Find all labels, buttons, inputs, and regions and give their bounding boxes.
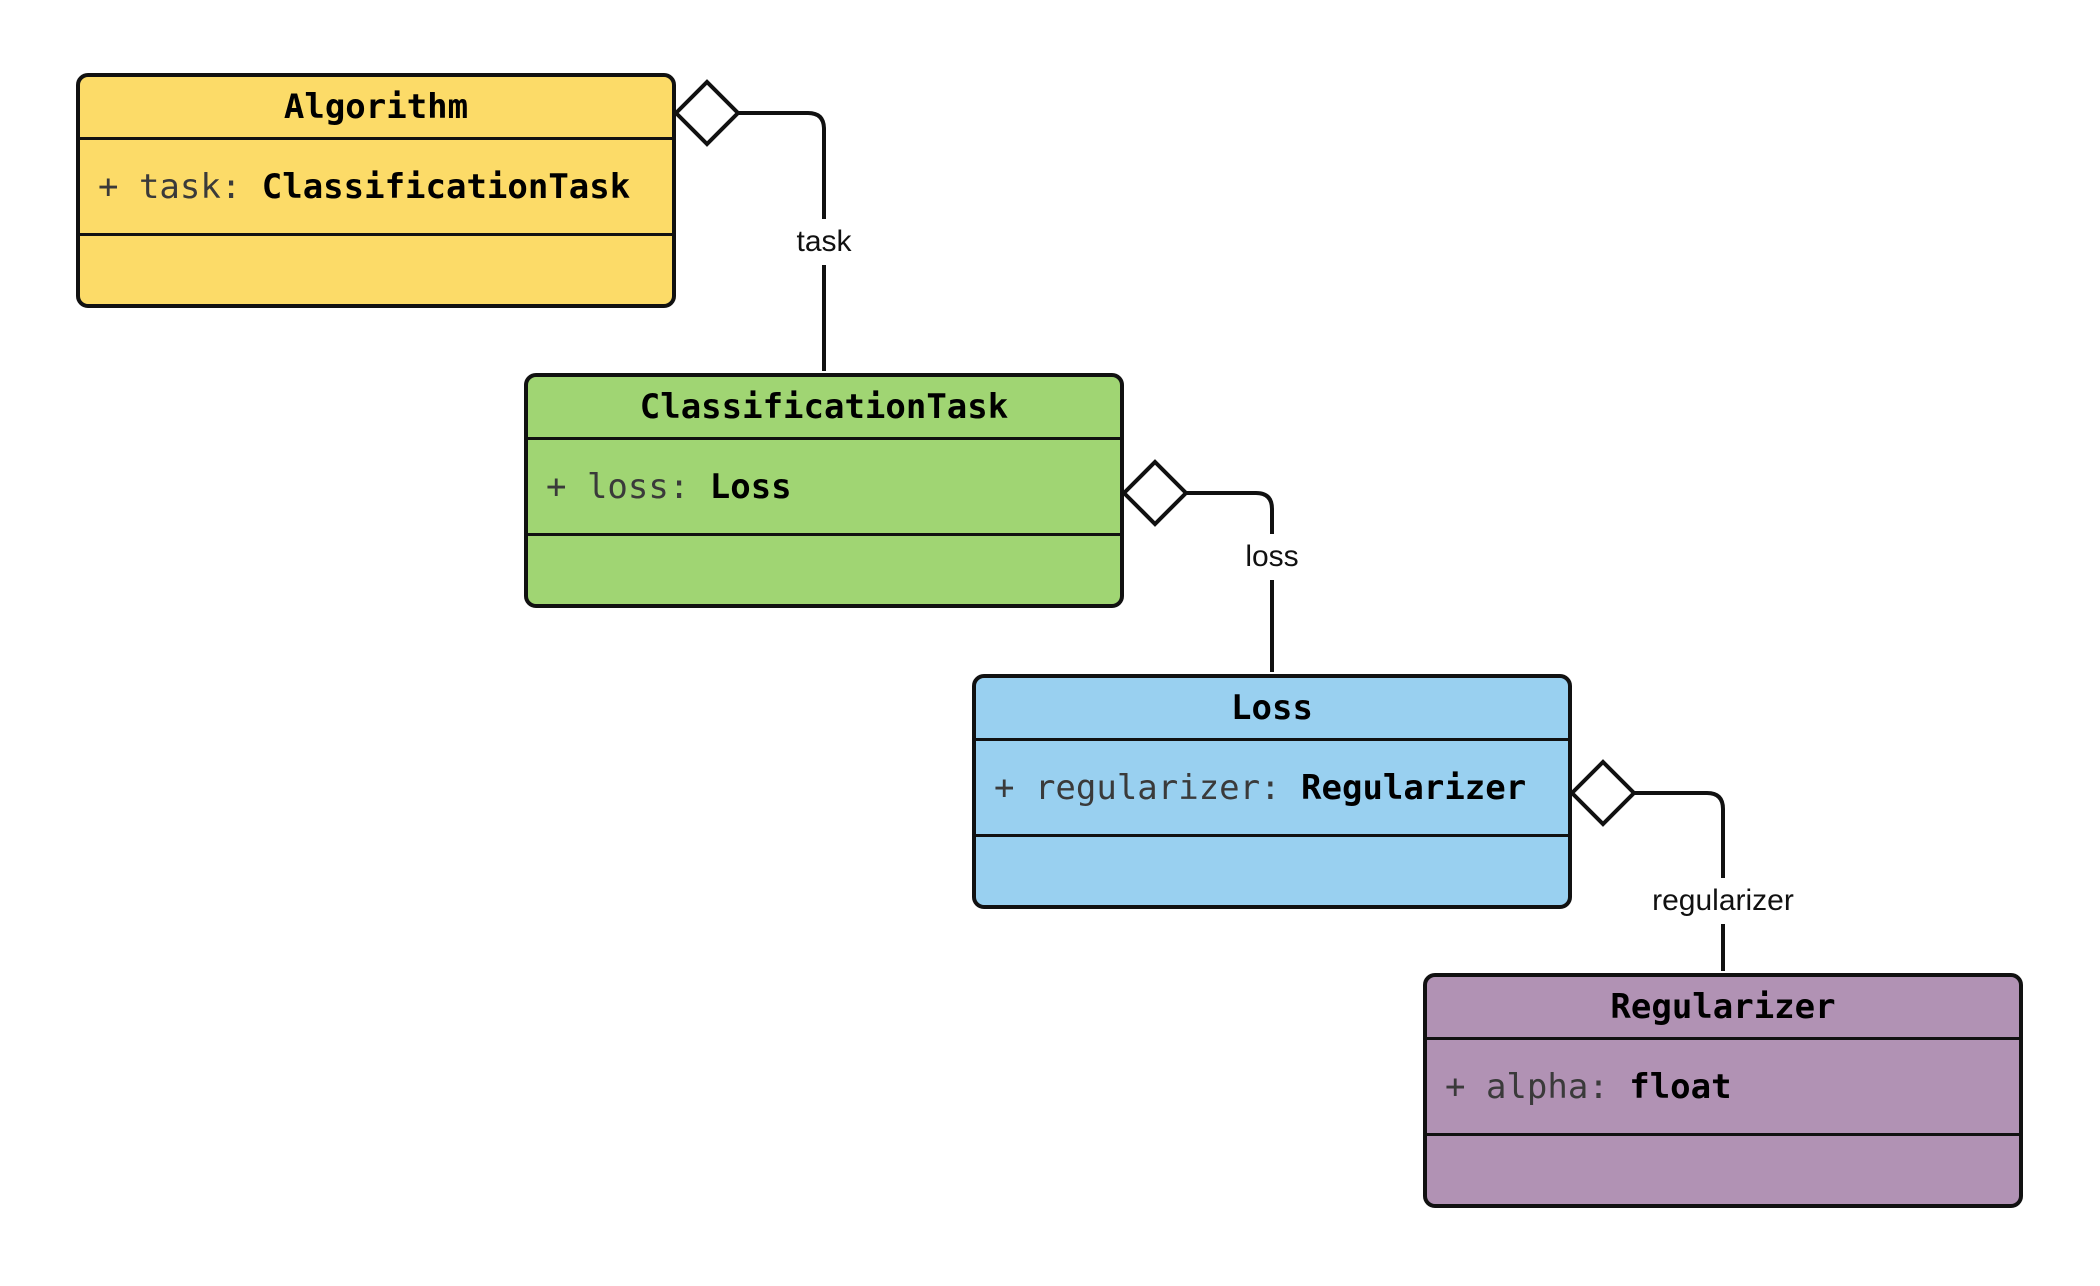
attribute-type: Loss xyxy=(709,466,792,507)
aggregation-diamond-task-icon xyxy=(673,79,741,147)
attribute-type: float xyxy=(1629,1066,1732,1107)
connector-loss-line xyxy=(1186,491,1274,672)
class-box-loss: Loss + regularizer: Regularizer xyxy=(972,674,1572,909)
attributes-compartment: + alpha: float xyxy=(1427,1037,2019,1133)
connector-regularizer-line xyxy=(1634,791,1725,971)
attributes-compartment: + loss: Loss xyxy=(528,437,1120,533)
methods-compartment xyxy=(976,834,1568,905)
class-name-label: Loss xyxy=(1231,688,1313,728)
attribute-type: ClassificationTask xyxy=(261,166,631,207)
aggregation-diamond-regularizer-icon xyxy=(1569,759,1637,827)
methods-compartment xyxy=(1427,1133,2019,1204)
class-box-algorithm: Algorithm + task: ClassificationTask xyxy=(76,73,676,308)
class-box-classificationtask: ClassificationTask + loss: Loss xyxy=(524,373,1124,608)
methods-compartment xyxy=(528,533,1120,604)
class-name-label: Algorithm xyxy=(283,87,469,127)
class-box-regularizer: Regularizer + alpha: float xyxy=(1423,973,2023,1208)
connector-label-regularizer: regularizer xyxy=(1644,878,1802,924)
aggregation-diamond-loss-icon xyxy=(1121,459,1189,527)
attribute-name: + regularizer: xyxy=(994,767,1302,808)
attribute-name: + loss: xyxy=(546,466,710,507)
methods-compartment xyxy=(80,233,672,304)
class-name-label: Regularizer xyxy=(1610,987,1836,1027)
attribute-name: + task: xyxy=(98,166,262,207)
attribute-name: + alpha: xyxy=(1445,1066,1630,1107)
class-title: Algorithm xyxy=(80,77,672,137)
attributes-compartment: + task: ClassificationTask xyxy=(80,137,672,233)
connector-label-task: task xyxy=(788,219,860,265)
attribute-type: Regularizer xyxy=(1301,767,1527,808)
class-title: Regularizer xyxy=(1427,977,2019,1037)
class-title: Loss xyxy=(976,678,1568,738)
connector-task-line xyxy=(738,111,826,371)
attributes-compartment: + regularizer: Regularizer xyxy=(976,738,1568,834)
class-title: ClassificationTask xyxy=(528,377,1120,437)
connector-label-loss: loss xyxy=(1237,534,1307,580)
class-name-label: ClassificationTask xyxy=(639,387,1009,427)
